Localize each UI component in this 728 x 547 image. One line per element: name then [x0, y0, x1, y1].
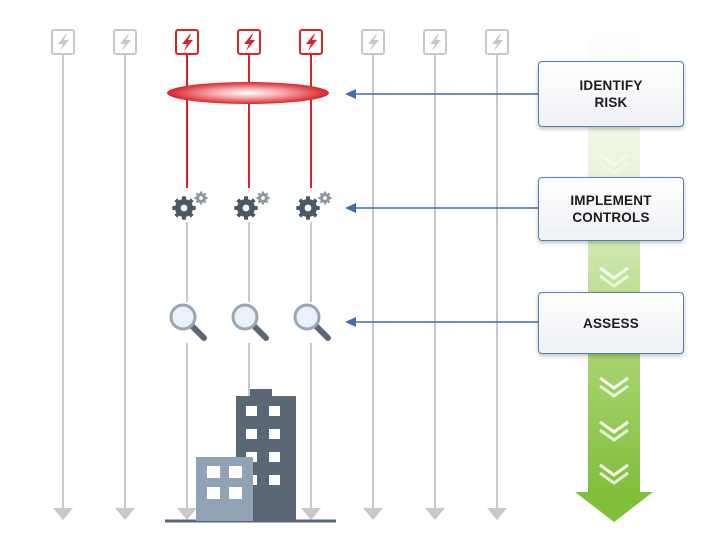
risk-highlight	[167, 82, 329, 104]
connector-arrow	[345, 203, 538, 213]
connector-arrow	[345, 89, 538, 99]
step-assess: ASSESS	[538, 292, 684, 354]
chevron-down-icon	[599, 384, 629, 398]
chevron-down-icon	[599, 463, 629, 477]
chevron-down-icon	[599, 428, 629, 442]
arrow-down-icon	[301, 508, 321, 520]
lane	[485, 29, 509, 520]
gears-icon	[296, 191, 332, 220]
lane	[113, 29, 137, 520]
magnifier-icon	[293, 303, 331, 341]
lane-at-risk	[169, 29, 208, 520]
lane	[51, 29, 75, 520]
step-identify-risk: IDENTIFY RISK	[538, 61, 684, 127]
step-label: IDENTIFY RISK	[579, 78, 643, 110]
lightning-icon	[361, 29, 385, 55]
chevron-down-icon	[599, 153, 629, 167]
lane	[423, 29, 447, 520]
chevron-down-icon	[599, 376, 629, 390]
chevron-down-icon	[599, 420, 629, 434]
chevron-down-icon	[599, 471, 629, 485]
lane	[361, 29, 385, 520]
lane-at-risk	[293, 29, 332, 520]
lightning-icon	[237, 29, 261, 55]
arrow-down-icon	[115, 508, 135, 520]
lightning-icon	[113, 29, 137, 55]
lightning-icon	[485, 29, 509, 55]
gears-icon	[234, 191, 270, 220]
arrow-down-icon	[53, 508, 73, 520]
arrow-down-icon	[177, 508, 197, 520]
chevron-down-icon	[599, 43, 629, 57]
lanes	[51, 29, 509, 520]
connectors	[345, 89, 538, 327]
arrow-down-icon	[487, 508, 507, 520]
arrow-down-icon	[363, 508, 383, 520]
step-implement-controls: IMPLEMENT CONTROLS	[538, 177, 684, 241]
gears-icon	[172, 191, 208, 220]
building-icon	[165, 389, 336, 523]
lightning-icon	[51, 29, 75, 55]
magnifier-icon	[169, 303, 207, 341]
magnifier-icon	[231, 303, 269, 341]
arrow-down-icon	[425, 508, 445, 520]
step-label: ASSESS	[583, 315, 639, 331]
lightning-icon	[299, 29, 323, 55]
chevron-down-icon	[599, 161, 629, 175]
lightning-icon	[175, 29, 199, 55]
connector-arrow	[345, 317, 538, 327]
step-label: IMPLEMENT CONTROLS	[570, 193, 652, 225]
lightning-icon	[423, 29, 447, 55]
chevron-down-icon	[599, 274, 629, 288]
chevron-down-icon	[599, 266, 629, 280]
